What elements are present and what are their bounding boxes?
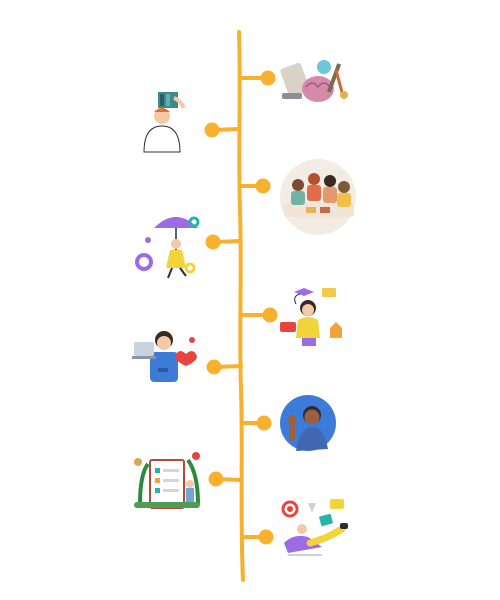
timeline-branch-5 bbox=[239, 307, 278, 323]
team-meeting-illustration bbox=[280, 159, 356, 235]
waving-man-portrait-illustration bbox=[280, 395, 336, 451]
timeline-node-3 bbox=[255, 178, 271, 194]
timeline-node-7 bbox=[256, 415, 272, 431]
stressed-student-thoughts-illustration bbox=[280, 288, 342, 346]
timeline-branch-7 bbox=[240, 415, 272, 431]
timeline-node-8 bbox=[208, 471, 224, 487]
timeline-line bbox=[237, 30, 245, 582]
person-relaxing-with-ideas-illustration bbox=[281, 499, 348, 556]
timeline-branch-6 bbox=[206, 359, 243, 375]
timeline-node-1 bbox=[260, 70, 276, 86]
timeline-branch-1 bbox=[238, 70, 276, 86]
timeline-branch-2 bbox=[204, 122, 241, 138]
creative-tools-brain-illustration bbox=[280, 60, 348, 102]
timeline-branch-3 bbox=[238, 178, 271, 194]
checklist-with-plants-illustration bbox=[134, 452, 200, 509]
timeline-branch-4 bbox=[205, 234, 242, 250]
person-lifting-books-illustration bbox=[143, 92, 186, 153]
timeline-branch-9 bbox=[241, 529, 274, 545]
timeline-node-9 bbox=[258, 529, 274, 545]
timeline-branch-8 bbox=[208, 471, 243, 487]
timeline-node-5 bbox=[262, 307, 278, 323]
person-with-umbrella-gears-illustration bbox=[135, 216, 200, 279]
timeline-node-2 bbox=[204, 122, 220, 138]
person-holding-laptop-heart-illustration bbox=[132, 331, 197, 382]
timeline-node-4 bbox=[205, 234, 221, 250]
timeline-node-6 bbox=[206, 359, 222, 375]
